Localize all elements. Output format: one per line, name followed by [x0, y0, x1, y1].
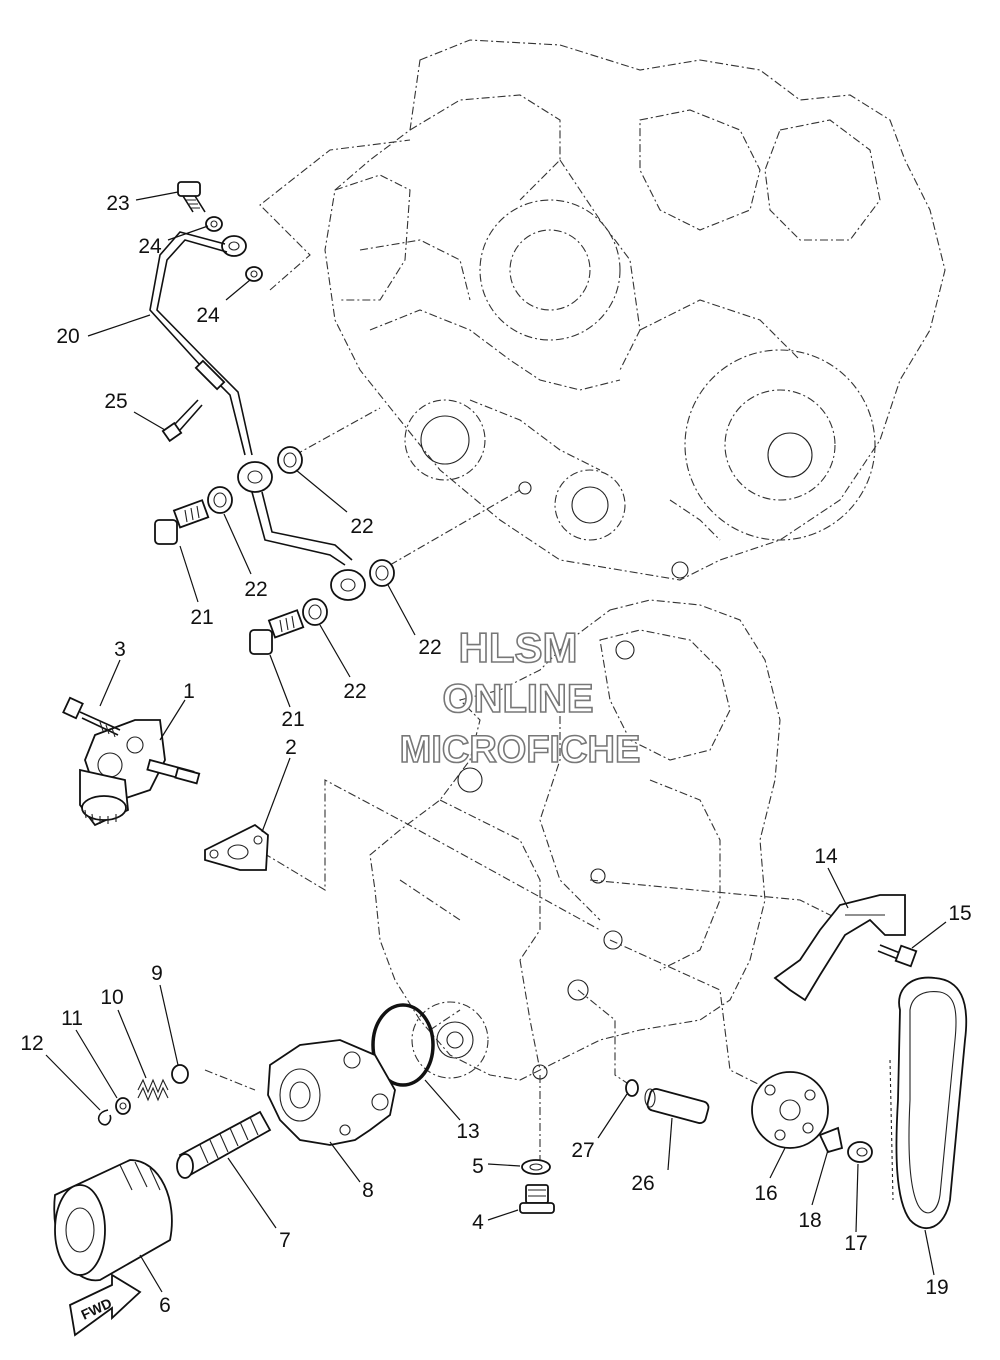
callout-21a: 21: [190, 606, 213, 629]
watermark-line-1: HLSM: [459, 624, 578, 671]
callout-24b: 24: [196, 304, 220, 327]
callout-7: 7: [279, 1229, 291, 1252]
watermark-line-3: MICROFICHE: [400, 729, 641, 771]
part-washer-18: [818, 1126, 844, 1154]
part-spring-10: [137, 1078, 169, 1102]
watermark: HLSM ONLINE MICROFICHE: [399, 623, 641, 772]
callout-22c: 22: [418, 636, 441, 659]
callout-16: 16: [754, 1182, 777, 1205]
callout-8: 8: [362, 1179, 374, 1202]
part-bypass-valve: [171, 1064, 189, 1084]
callout-15: 15: [948, 902, 971, 925]
forward-arrow-icon: FWD: [69, 1273, 142, 1337]
callout-27: 27: [571, 1139, 594, 1162]
part-washer-5: [521, 1159, 551, 1175]
part-relief-valve: [644, 1088, 710, 1124]
callout-13: 13: [456, 1120, 479, 1143]
part-gasket: [204, 823, 269, 871]
callout-11: 11: [61, 1007, 83, 1030]
callout-22a: 22: [350, 515, 373, 538]
part-circlip-12: [97, 1109, 112, 1126]
part-oring-13: [371, 1003, 435, 1087]
callout-26: 26: [631, 1172, 654, 1195]
part-filter-housing: [267, 1039, 396, 1146]
callout-6: 6: [159, 1294, 171, 1317]
part-oil-filter: [53, 1159, 173, 1282]
part-oil-pump: [79, 719, 201, 827]
callout-21b: 21: [281, 708, 304, 731]
part-bolt-25: [161, 399, 203, 443]
assembly-lines: [204, 139, 851, 1160]
callout-1: 1: [183, 680, 195, 703]
callout-17: 17: [844, 1232, 867, 1255]
callout-23: 23: [106, 192, 129, 215]
callout-24a: 24: [138, 235, 162, 258]
callout-10: 10: [100, 986, 123, 1009]
upper-engine-block: [324, 39, 946, 581]
callout-14: 14: [814, 845, 838, 868]
callout-2: 2: [285, 736, 297, 759]
lower-crankcase-cover: [369, 599, 781, 1081]
part-bolt-15: [877, 944, 918, 968]
part-bolt-3: [62, 696, 121, 738]
part-union-bolt-7: [176, 1110, 272, 1179]
part-drain-plug: [519, 1184, 555, 1214]
callout-18: 18: [798, 1209, 821, 1232]
part-oil-pipe: [149, 231, 366, 601]
callout-12: 12: [20, 1032, 43, 1055]
callout-19: 19: [925, 1276, 948, 1299]
callout-22b: 22: [244, 578, 267, 601]
part-chain-guide: [773, 894, 906, 1002]
part-washers-22: [207, 446, 395, 626]
callout-9: 9: [151, 962, 163, 985]
part-union-bolts-21: [154, 499, 305, 655]
part-drive-chain: [889, 976, 968, 1230]
callout-22d: 22: [343, 680, 366, 703]
callout-5: 5: [472, 1155, 484, 1178]
part-oring-27: [625, 1079, 639, 1097]
part-bolt-23: [177, 181, 206, 213]
leader-lines: [45, 191, 947, 1293]
callout-4: 4: [472, 1211, 484, 1234]
part-sprocket: [751, 1071, 829, 1149]
callout-labels: 1 2 3 4 5 6 7 8 9 10 11 12 13 14 15 16 1…: [20, 192, 971, 1317]
callout-3: 3: [114, 638, 126, 661]
watermark-line-2: ONLINE: [442, 677, 593, 721]
callout-25: 25: [104, 390, 127, 413]
part-washer-11: [115, 1097, 131, 1115]
part-washers-24: [205, 216, 263, 282]
part-nut-17: [847, 1141, 873, 1163]
callout-20: 20: [56, 325, 79, 348]
